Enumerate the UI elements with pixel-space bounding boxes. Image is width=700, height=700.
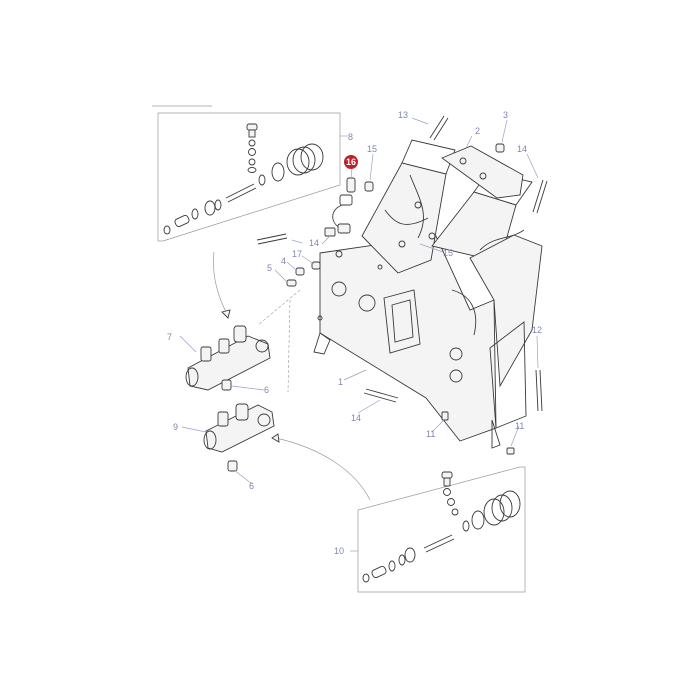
inset-8-kit (157, 112, 348, 242)
alignment-line-left (287, 299, 291, 393)
callout-10: 10 (334, 546, 344, 556)
callout-17: 17 (292, 249, 302, 259)
callout-1: 1 (338, 377, 343, 387)
callout-15-top: 15 (367, 144, 377, 154)
part-14-rod-upper (532, 179, 548, 214)
arrow-inset8-to-cylinder (213, 251, 227, 313)
part-2-bracket (441, 145, 524, 199)
callout-6-upper: 6 (264, 385, 269, 395)
callout-2: 2 (475, 126, 480, 136)
callout-5: 5 (267, 263, 272, 273)
callout-15-mid: 15 (443, 248, 453, 258)
part-6-bolt-lower (227, 460, 238, 472)
callout-7: 7 (167, 332, 172, 342)
callout-11-left: 11 (426, 429, 435, 439)
callout-14-top: 14 (517, 144, 527, 154)
callout-3: 3 (503, 110, 508, 120)
part-5-bolt (286, 279, 297, 287)
part-4-washer (295, 267, 305, 276)
callout-12: 12 (532, 325, 542, 335)
callout-14-left: 14 (309, 238, 319, 248)
arrow-inset10-to-cylinder (275, 437, 371, 501)
callout-14-bottom: 14 (351, 413, 361, 423)
callout-16: 16 (346, 157, 356, 167)
callout-4: 4 (281, 256, 286, 266)
part-3-bushing (495, 143, 505, 153)
part-14-rod-lower (363, 388, 399, 403)
part-11-bolt-left (441, 411, 449, 421)
leader-lines (179, 117, 539, 485)
inset-10-kit (350, 466, 526, 593)
part-16-switch (324, 177, 356, 237)
alignment-line-mid (257, 289, 301, 326)
part-13-rod (429, 115, 449, 141)
callout-9: 9 (173, 422, 178, 432)
part-11-bolt-right (506, 447, 515, 455)
part-7-master-cylinder (185, 325, 271, 391)
part-6-bolt-upper (221, 379, 232, 391)
part-15-bushing (364, 181, 374, 192)
part-9-master-cylinder (203, 403, 275, 453)
callout-8: 8 (348, 132, 353, 142)
callout-6-lower: 6 (249, 481, 254, 491)
highlight-marker-16: 16 (344, 155, 358, 169)
part-12-rod (535, 369, 543, 412)
part-14-rod-left (256, 233, 288, 245)
callout-11-right: 11 (515, 421, 524, 431)
callout-13: 13 (398, 110, 408, 120)
